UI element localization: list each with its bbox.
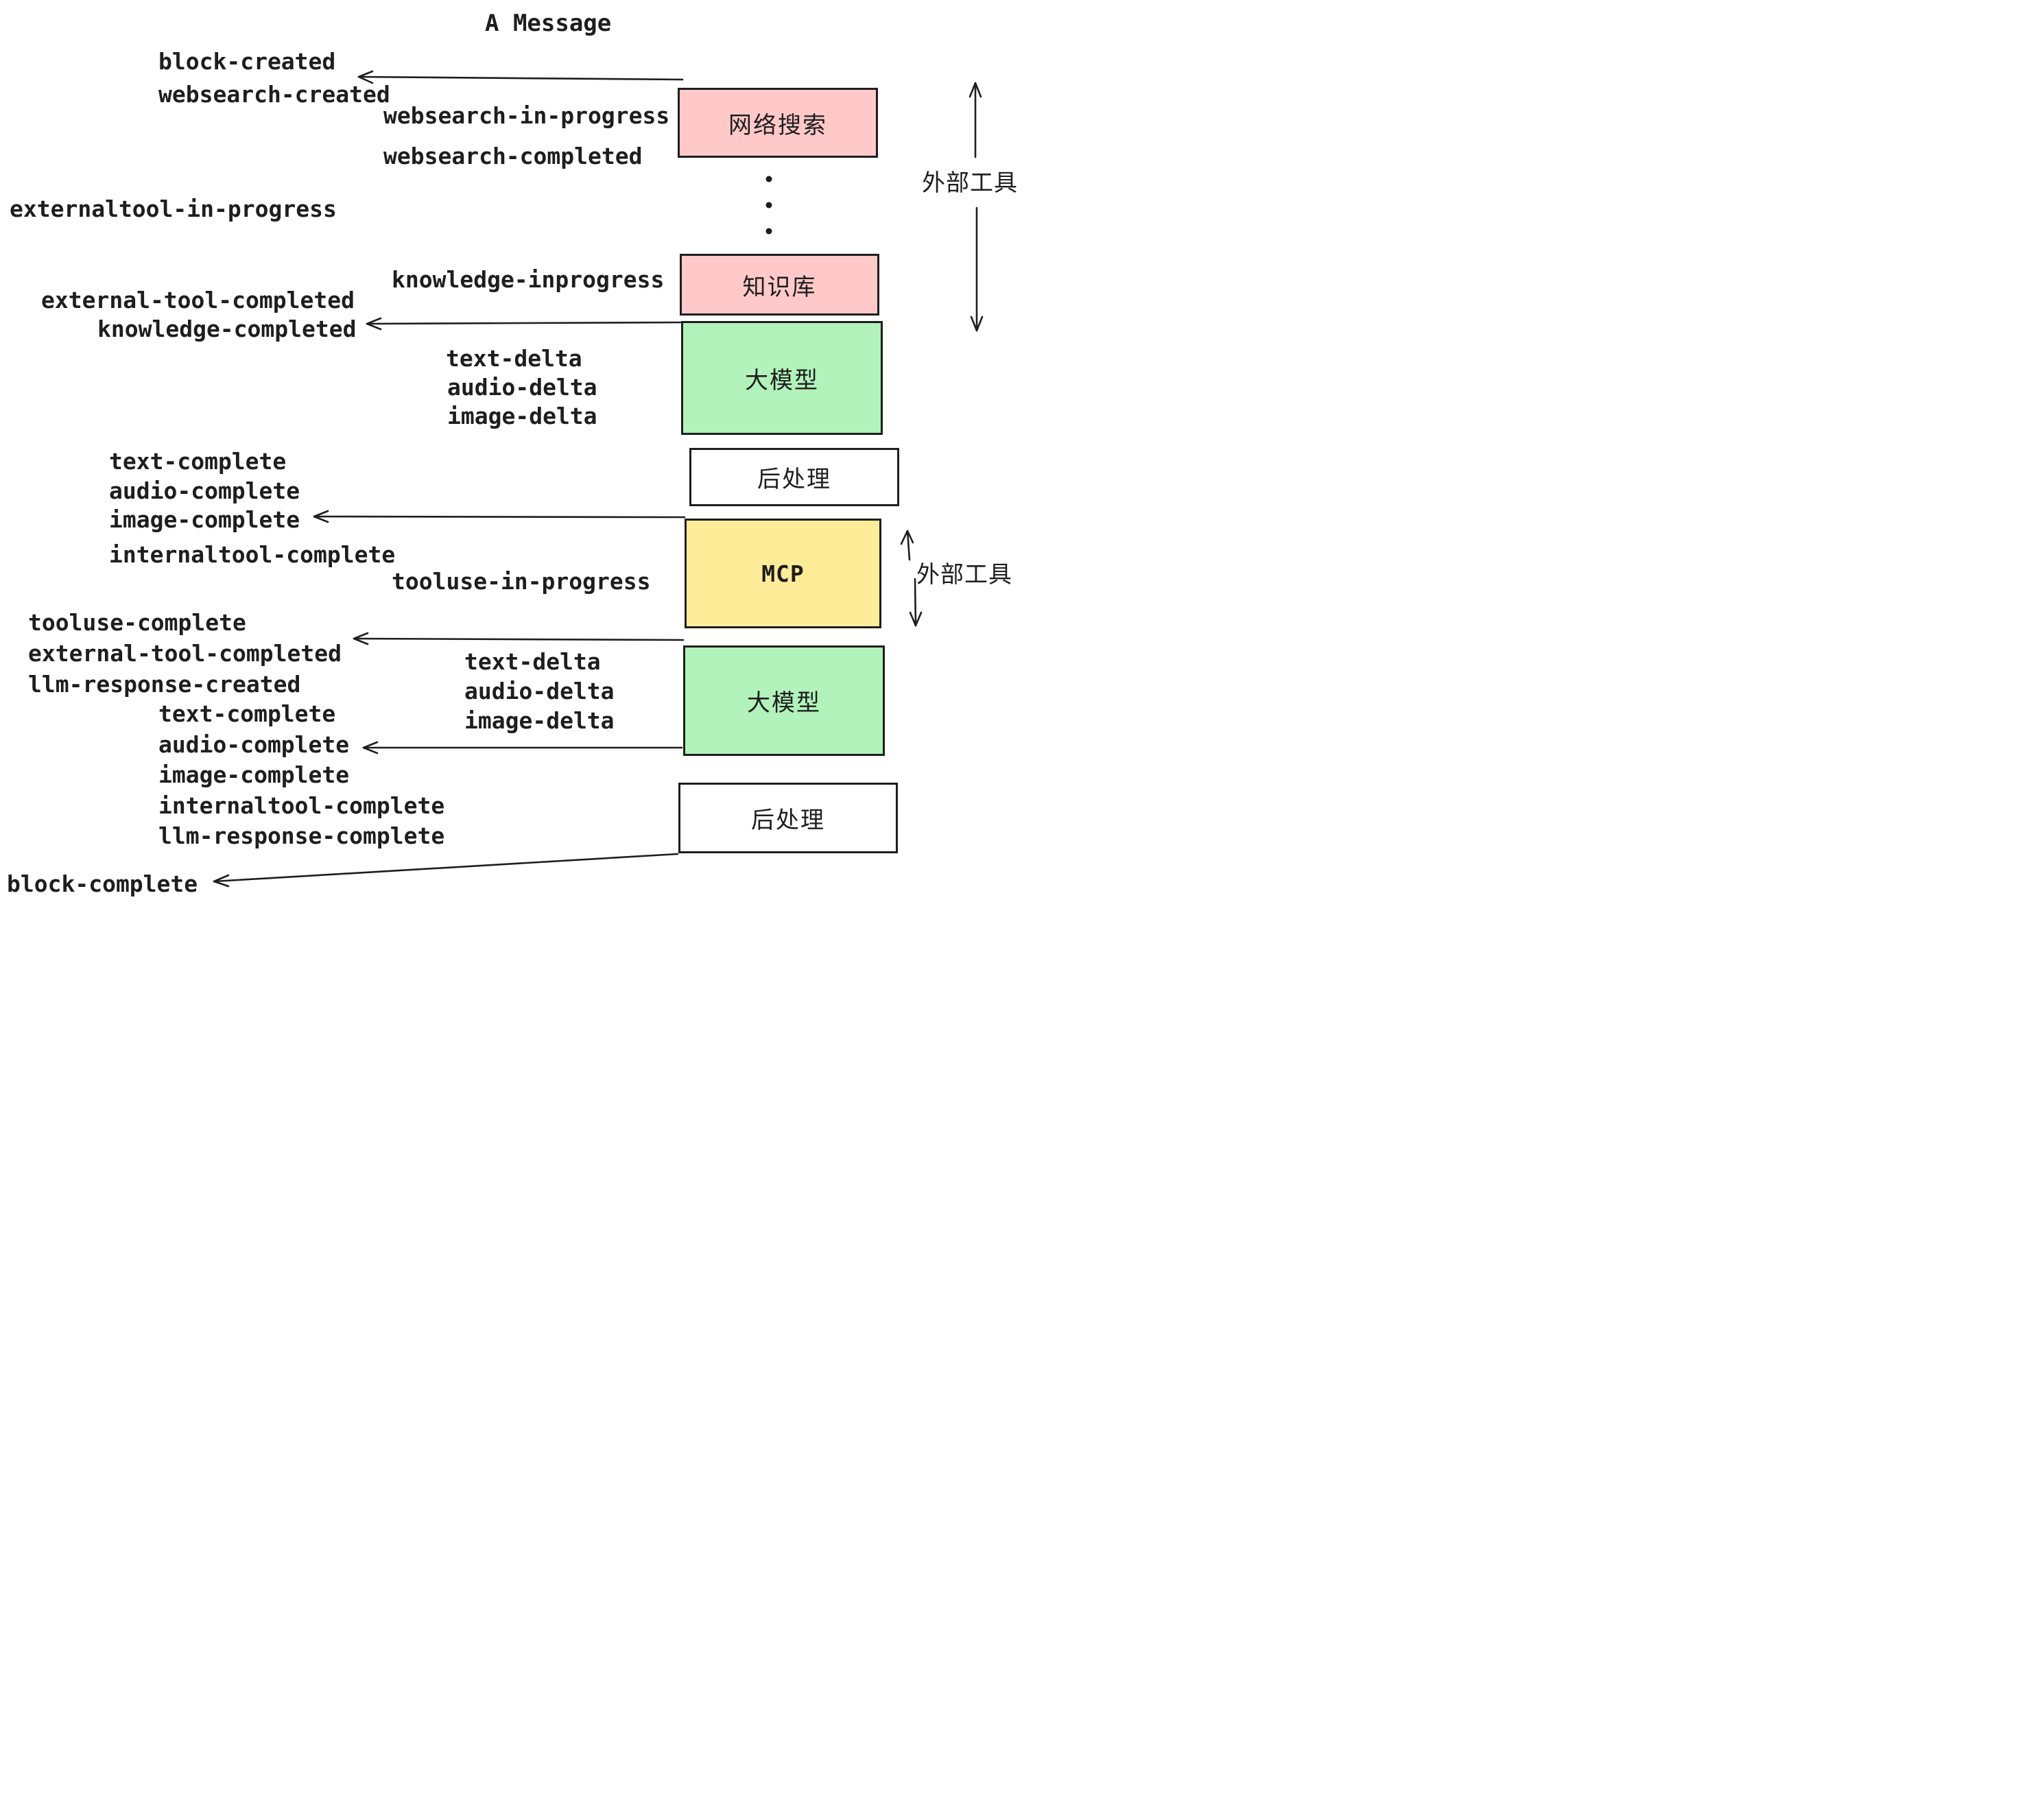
event-label-text-complete-1: text-complete	[109, 448, 287, 475]
event-label-image-complete-2: image-complete	[158, 761, 350, 788]
box-postprocess-1: 后处理	[689, 448, 899, 506]
external-tools-arrow-down-top	[970, 206, 984, 332]
event-label-knowledge-inprogress: knowledge-inprogress	[392, 266, 665, 293]
event-label-internaltool-complete-2: internaltool-complete	[158, 792, 445, 819]
external-tools-label-mid: 外部工具	[916, 561, 1012, 589]
event-label-image-delta-1: image-delta	[447, 403, 597, 429]
arrow-to-block-complete	[213, 853, 679, 888]
arrow-to-audio-complete-2	[362, 741, 683, 755]
event-label-text-delta-2: text-delta	[464, 648, 601, 675]
arrow-to-tooluse-complete	[353, 632, 685, 645]
box-mcp-label: MCP	[761, 560, 805, 587]
box-llm-1: 大模型	[681, 321, 883, 435]
event-label-externaltool-in-progress: externaltool-in-progress	[10, 195, 337, 222]
event-label-internaltool-complete-1: internaltool-complete	[109, 541, 396, 568]
event-label-audio-complete-2: audio-complete	[158, 731, 350, 758]
arrow-to-websearch-created	[357, 70, 684, 84]
event-label-external-tool-completed-2: external-tool-completed	[28, 640, 342, 667]
box-websearch: 网络搜索	[678, 88, 878, 158]
event-label-audio-complete-1: audio-complete	[109, 477, 300, 504]
event-label-audio-delta-2: audio-delta	[464, 678, 615, 704]
box-llm-2: 大模型	[683, 645, 885, 756]
ellipsis-dots	[765, 176, 772, 235]
event-label-block-created: block-created	[158, 48, 336, 75]
event-label-external-tool-completed-1: external-tool-completed	[41, 287, 355, 313]
event-label-audio-delta-1: audio-delta	[447, 374, 597, 401]
event-label-text-complete-2: text-complete	[158, 700, 336, 727]
event-label-knowledge-completed: knowledge-completed	[97, 316, 357, 342]
box-knowledge: 知识库	[680, 254, 879, 316]
event-label-text-delta-1: text-delta	[446, 345, 582, 372]
arrow-to-knowledge-completed	[366, 317, 682, 331]
event-label-image-complete-1: image-complete	[109, 506, 300, 533]
event-label-tooluse-in-progress: tooluse-in-progress	[392, 568, 651, 595]
box-postprocess-1-label: 后处理	[757, 466, 831, 493]
event-label-image-delta-2: image-delta	[464, 707, 615, 734]
event-label-websearch-completed: websearch-completed	[383, 143, 643, 169]
page-title: A Message	[485, 10, 612, 37]
event-label-llm-response-complete: llm-response-complete	[158, 822, 445, 849]
box-llm-2-label: 大模型	[747, 689, 821, 717]
box-postprocess-2: 后处理	[678, 783, 898, 853]
event-label-websearch-created: websearch-created	[158, 81, 390, 108]
external-tools-arrow-up-mid	[900, 530, 914, 561]
external-tools-arrow-up-top	[968, 82, 982, 158]
diagram-canvas: A Message block-created websearch-create…	[0, 0, 1022, 902]
event-label-websearch-in-progress: websearch-in-progress	[383, 102, 670, 129]
box-postprocess-2-label: 后处理	[751, 807, 825, 834]
box-llm-1-label: 大模型	[745, 366, 819, 394]
box-knowledge-label: 知识库	[742, 273, 817, 301]
arrow-to-image-complete-1	[313, 510, 686, 523]
event-label-tooluse-complete: tooluse-complete	[28, 609, 246, 636]
event-label-block-complete: block-complete	[7, 870, 198, 897]
box-websearch-label: 网络搜索	[728, 111, 827, 139]
box-mcp: MCP	[685, 519, 881, 628]
event-label-llm-response-created: llm-response-created	[28, 671, 301, 698]
external-tools-label-top: 外部工具	[922, 169, 1018, 197]
